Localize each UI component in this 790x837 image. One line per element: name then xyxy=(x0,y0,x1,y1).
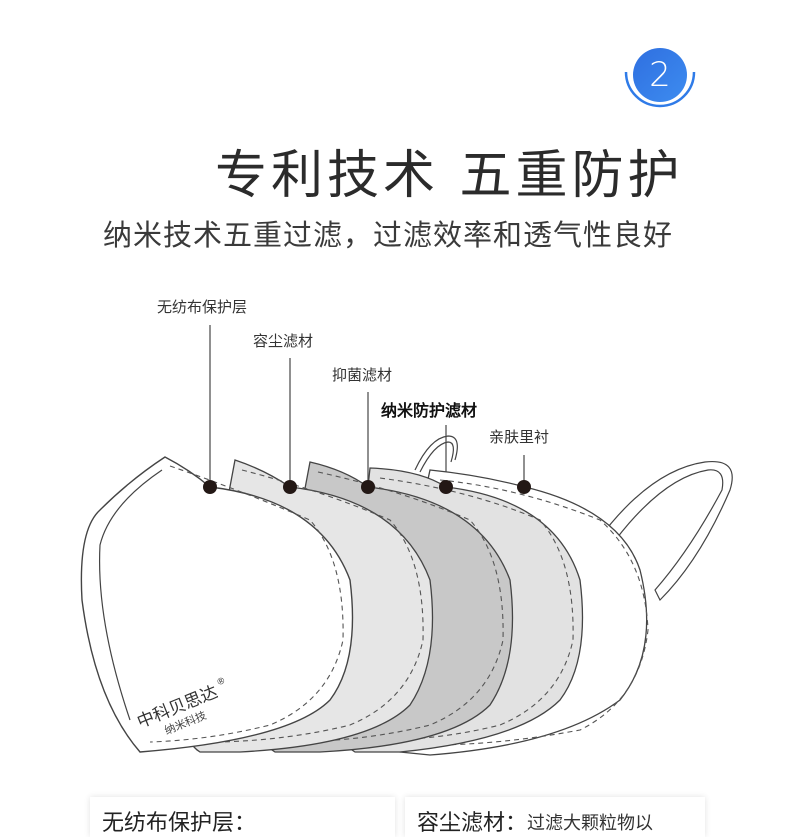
badge-arc-icon xyxy=(624,71,696,108)
info-card-heading: 容尘滤材： xyxy=(417,811,528,836)
step-number: 2 xyxy=(633,48,687,102)
brand-registered-mark: ® xyxy=(215,676,227,689)
layer-label-antibacterial-filter: 抑菌滤材 xyxy=(332,366,393,384)
layer-label-nano-filter: 纳米防护滤材 xyxy=(381,401,478,420)
mask-illustration: 中科贝思达 ® 纳米科技 xyxy=(80,325,733,756)
page-title: 专利技术 五重防护 xyxy=(215,146,684,206)
info-card-nonwoven: 无纺布保护层： xyxy=(90,797,395,837)
info-card-dust-filter: 容尘滤材： 过滤大颗粒物以 xyxy=(405,797,705,837)
step-badge: 2 xyxy=(622,48,698,114)
page-subtitle: 纳米技术五重过滤，过滤效率和透气性良好 xyxy=(103,218,674,252)
layer-label-nonwoven: 无纺布保护层 xyxy=(157,298,248,316)
layer-label-skin-lining: 亲肤里衬 xyxy=(489,428,550,446)
mask-layers-diagram: 无纺布保护层 容尘滤材 抑菌滤材 纳米防护滤材 亲肤里衬 xyxy=(0,270,790,780)
info-card-description: 过滤大颗粒物以 xyxy=(527,813,653,834)
layer-label-dust-filter: 容尘滤材 xyxy=(253,332,314,350)
info-card-heading: 无纺布保护层： xyxy=(102,811,257,836)
